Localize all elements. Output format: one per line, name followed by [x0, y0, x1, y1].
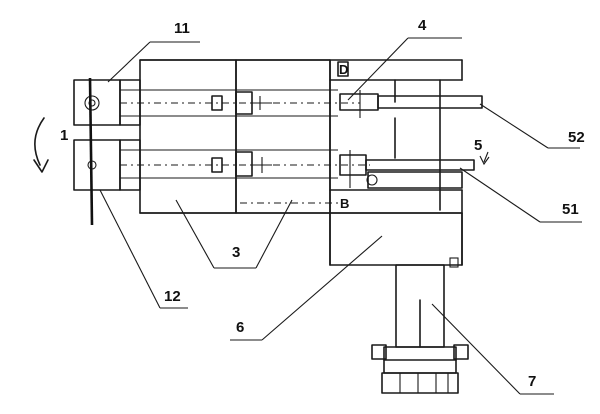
leader-lines: [99, 37, 582, 395]
label-part-4: 4: [418, 17, 427, 34]
part-6-block: [329, 212, 463, 268]
label-part-11: 11: [174, 20, 190, 37]
marker-d-box: [337, 61, 349, 77]
label-part-52: 52: [568, 129, 585, 146]
part-7-column: [371, 264, 469, 394]
label-mark-d: D: [339, 62, 348, 77]
main-frame: [139, 59, 463, 266]
label-part-3: 3: [232, 244, 240, 261]
part-12-clamp: [73, 139, 141, 191]
label-part-12: 12: [164, 288, 181, 305]
upper-rod: [120, 89, 483, 118]
part-11-clamp: [73, 79, 141, 126]
label-part-1: 1: [60, 127, 68, 144]
label-part-6: 6: [236, 319, 244, 336]
rotation-arrow-icon: [33, 117, 49, 173]
vertical-shaft: [88, 77, 94, 226]
label-part-5: 5: [474, 137, 482, 154]
lower-rod: [120, 149, 475, 189]
label-mark-b: B: [340, 196, 349, 211]
label-part-51: 51: [562, 201, 579, 218]
label-part-7: 7: [528, 373, 536, 390]
